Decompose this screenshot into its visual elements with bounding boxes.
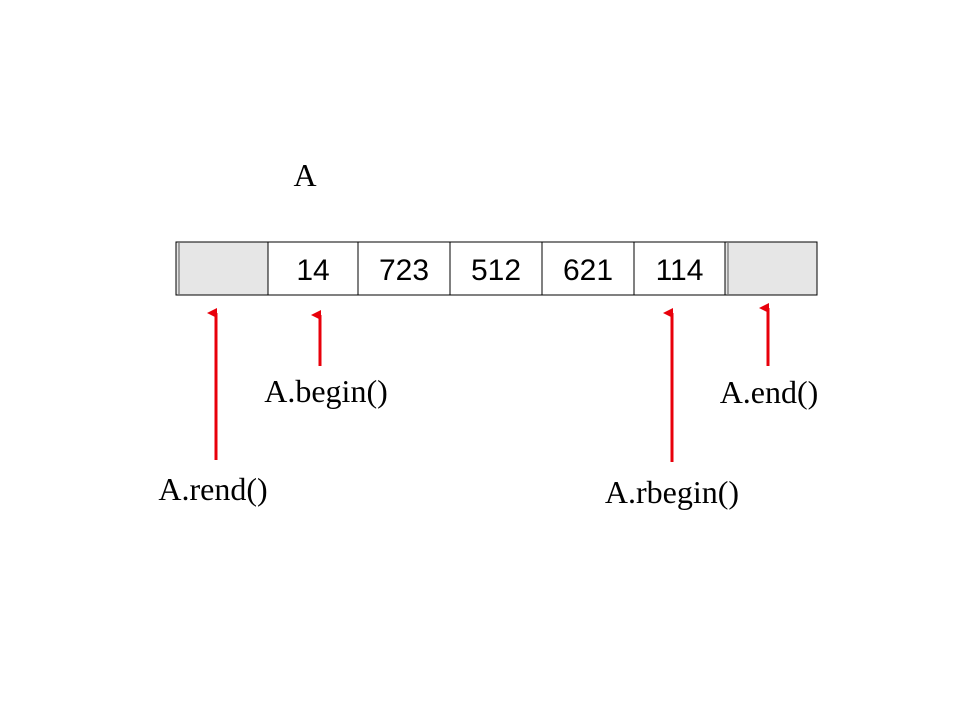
cell-value: 723 <box>379 254 429 287</box>
array-cells: 14 723 512 621 114 <box>175 241 818 296</box>
cell-box <box>175 241 269 296</box>
iterator-arrows <box>207 303 770 462</box>
array-name-label: A <box>293 157 316 193</box>
array-cell: 512 <box>449 241 543 296</box>
cell-box <box>724 241 818 296</box>
cell-value: 621 <box>563 254 613 287</box>
rbegin-label: A.rbegin() <box>605 474 739 510</box>
begin-label: A.begin() <box>264 373 388 409</box>
cell-value: 14 <box>296 254 329 287</box>
rend-label: A.rend() <box>158 471 267 507</box>
cell-value: 512 <box>471 254 521 287</box>
array-cell: 723 <box>357 241 451 296</box>
sentinel-cell <box>175 241 269 296</box>
cell-box <box>357 241 451 296</box>
array-cell: 621 <box>541 241 635 296</box>
array-cell: 114 <box>633 241 726 296</box>
array-cell: 14 <box>267 241 359 296</box>
cell-box <box>449 241 543 296</box>
sentinel-cell <box>724 241 818 296</box>
cell-value: 114 <box>656 254 704 287</box>
end-label: A.end() <box>720 374 819 410</box>
